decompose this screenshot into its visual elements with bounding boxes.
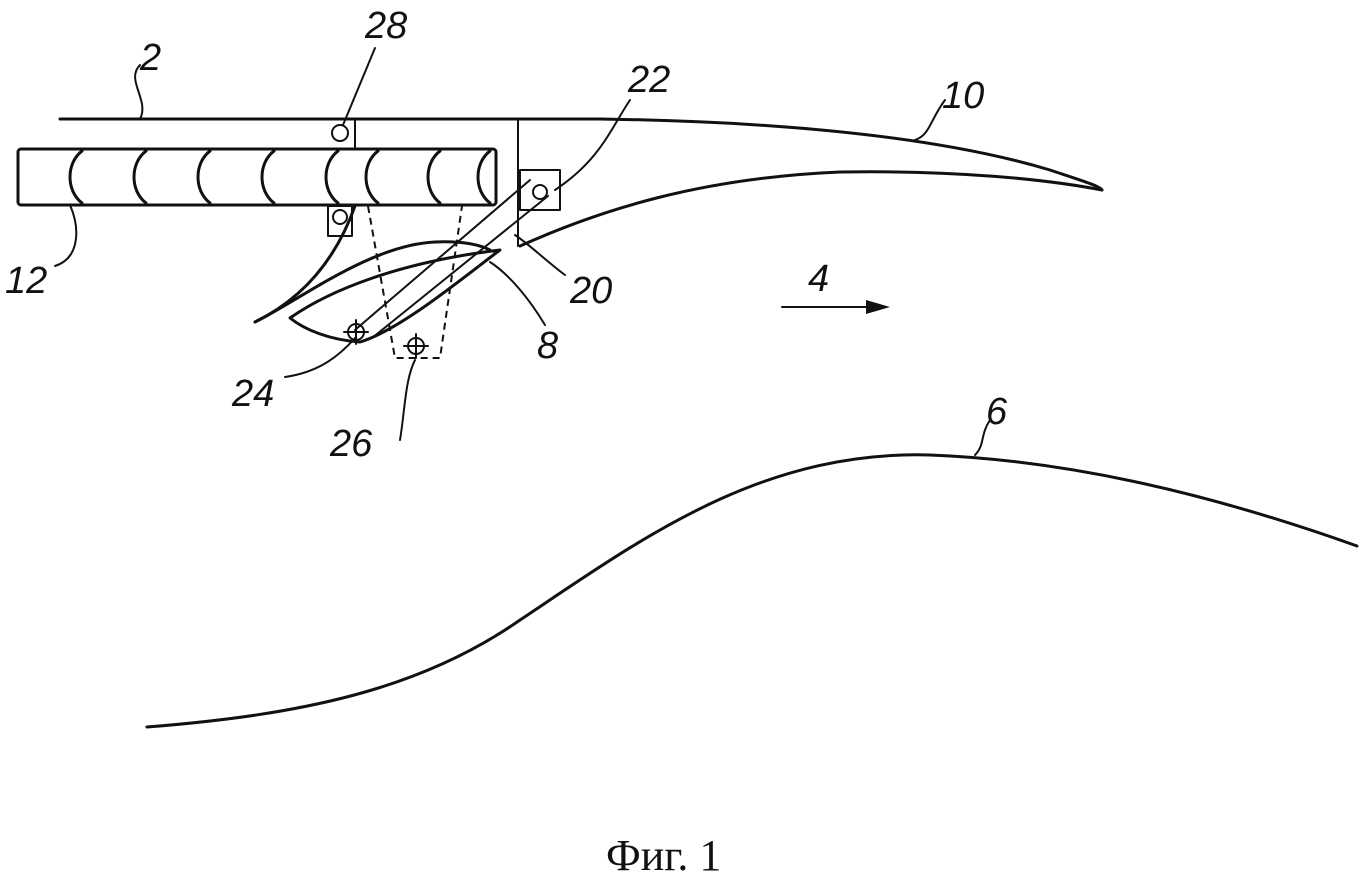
label-2: 2 (139, 37, 161, 79)
lower-roller (332, 209, 348, 225)
slat-8 (288, 248, 502, 344)
label-6: 6 (986, 391, 1008, 433)
engine-contour-6 (145, 453, 1359, 729)
label-28: 28 (364, 5, 407, 47)
pivot-24-cross (343, 319, 369, 345)
label-26: 26 (329, 423, 373, 465)
label-4: 4 (808, 258, 829, 300)
label-22: 22 (627, 59, 670, 101)
label-20: 20 (569, 270, 612, 312)
leader-lines (54, 47, 991, 456)
pivot-26-cross (403, 333, 429, 359)
roller-28 (331, 124, 349, 142)
actuator-segments (68, 149, 492, 205)
actuator-rod (16, 147, 498, 207)
slat-hook (253, 204, 357, 324)
flow-arrow-head (866, 300, 890, 314)
label-10: 10 (942, 75, 984, 117)
nacelle-outer-skin (58, 117, 1104, 192)
dashed-guide (367, 205, 463, 359)
link-arm-20 (354, 179, 549, 339)
housing-block (354, 118, 519, 247)
lower-roller-box (327, 205, 353, 237)
label-12: 12 (5, 260, 47, 302)
slat-upper-curve (253, 240, 492, 324)
nacelle-inner-contour (518, 170, 1104, 248)
figure-caption: Фиг. 1 (606, 831, 721, 880)
label-8: 8 (537, 325, 558, 367)
label-24: 24 (231, 373, 274, 415)
pivot-22 (532, 184, 548, 200)
pivot-box-22 (519, 169, 561, 211)
